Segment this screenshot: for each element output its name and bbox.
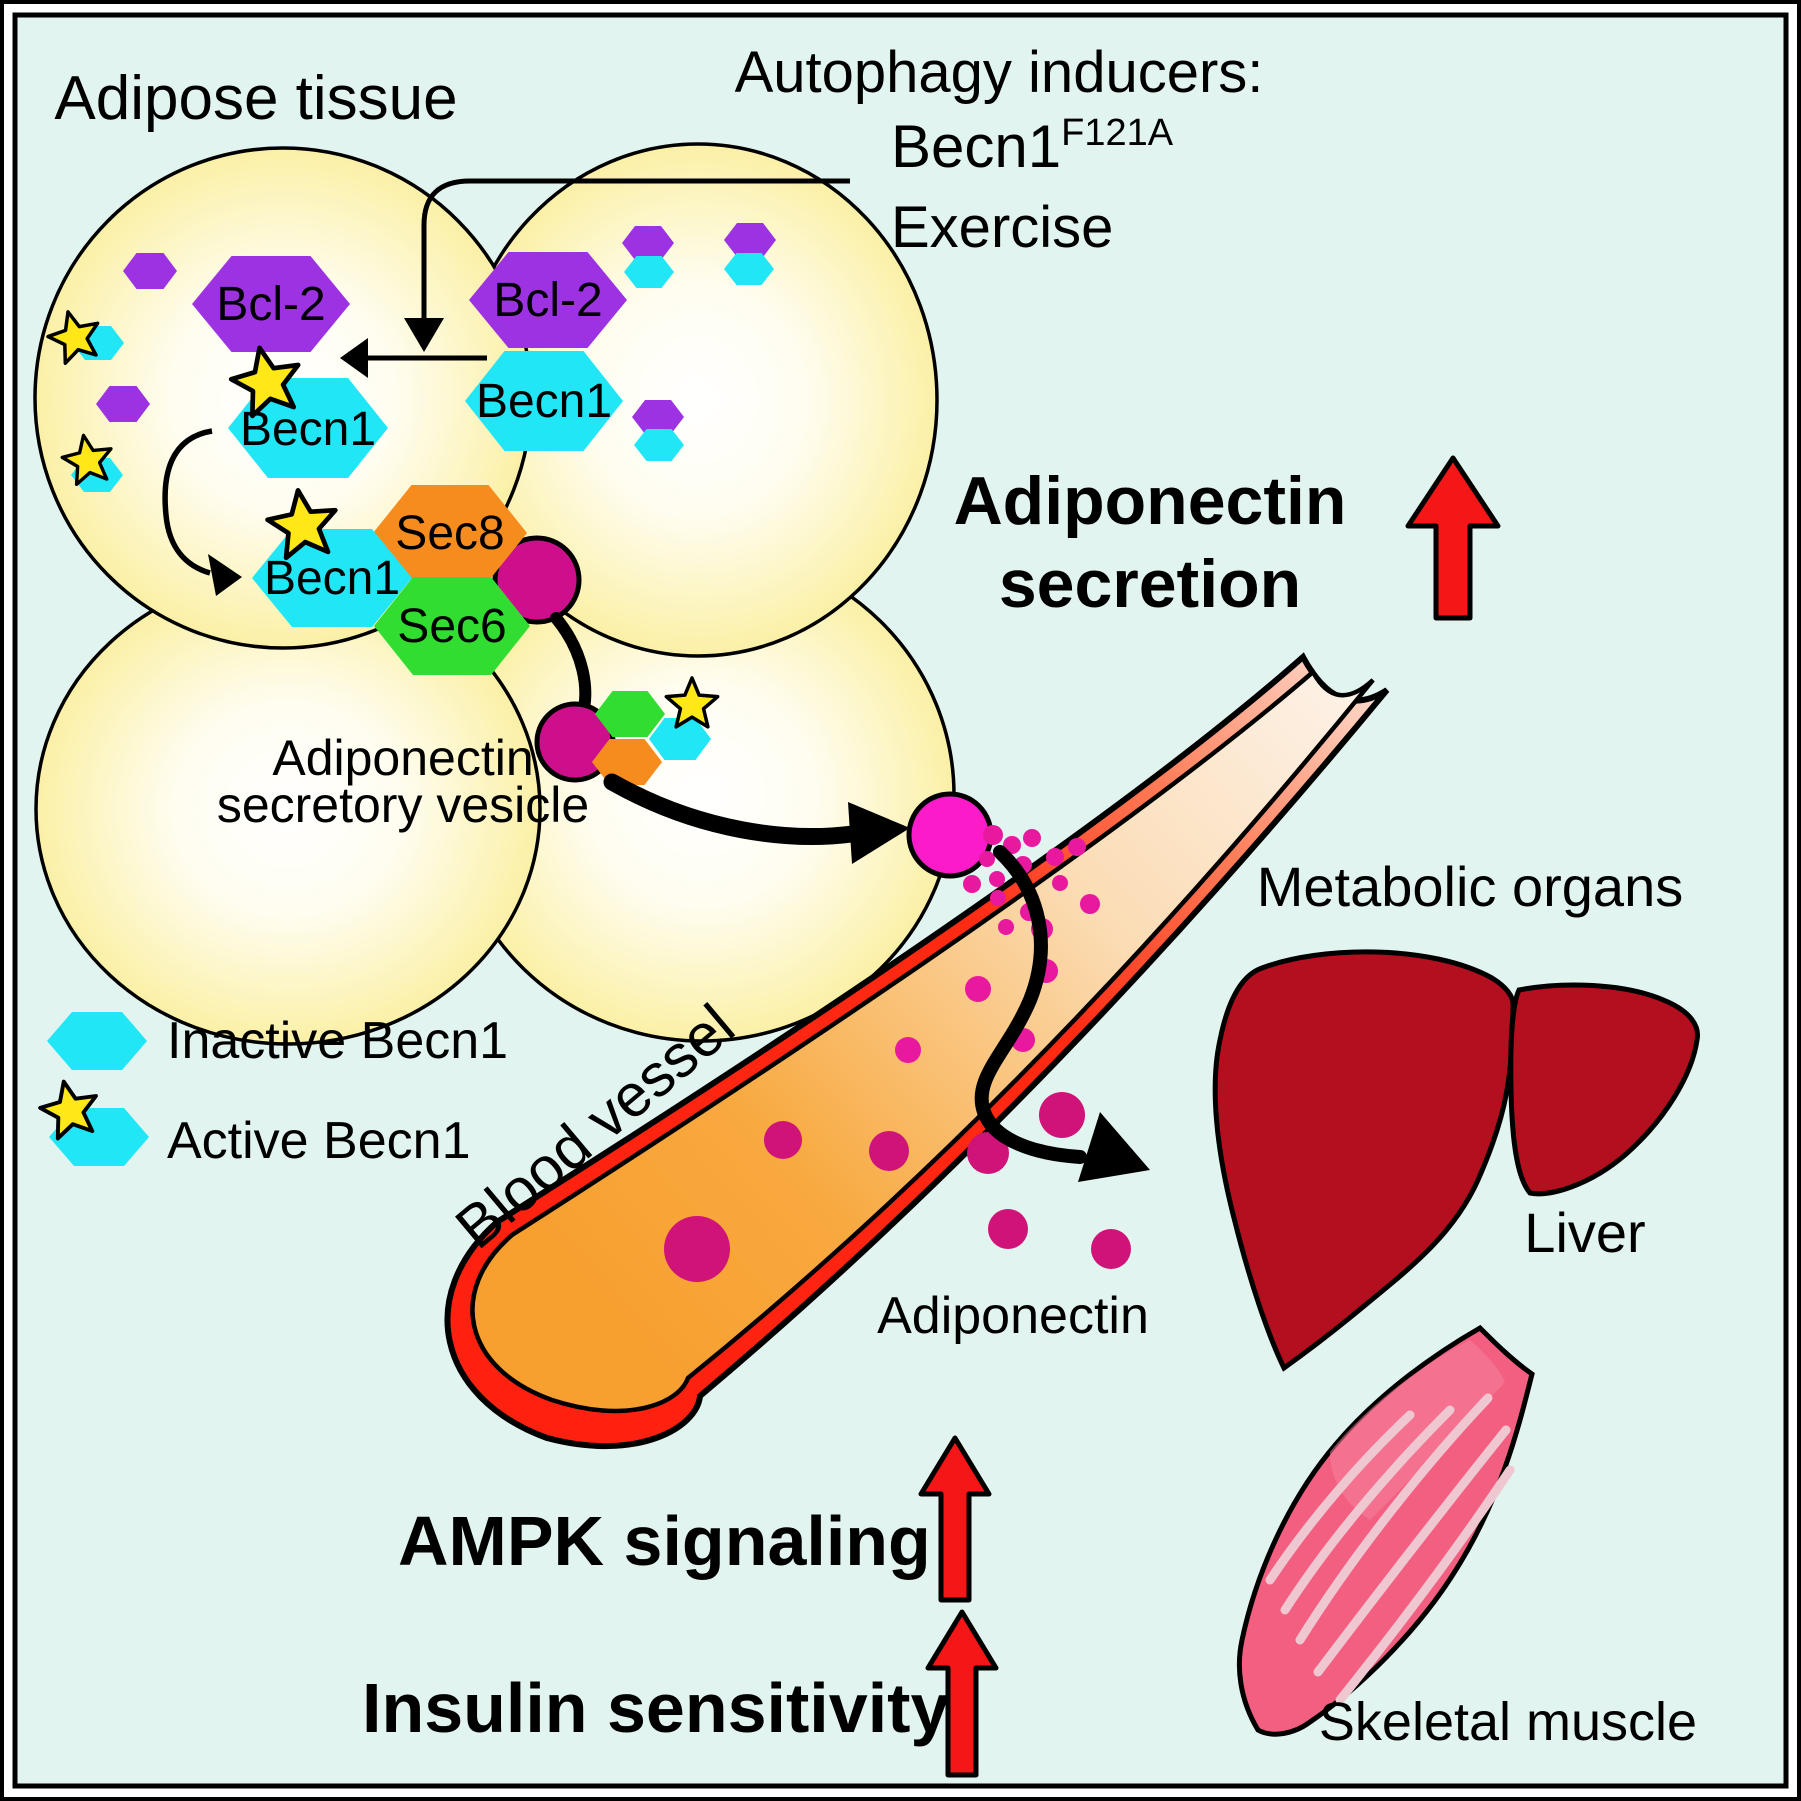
skeletal-muscle-illustration (1236, 1324, 1535, 1737)
secretory-vesicle-icon (492, 535, 582, 625)
bcl2-right-label: Bcl-2 (493, 274, 602, 327)
vesicle-caption-line2: secretory vesicle (217, 777, 589, 833)
adiponectin-secretion-line1: Adiponectin (954, 463, 1347, 539)
up-arrows (918, 455, 1501, 1778)
sec8-label: Sec8 (395, 507, 504, 560)
becn1-activation-arrow-shaft (162, 428, 213, 576)
becn1-free-label: Becn1 (264, 552, 400, 605)
adiponectin-dots (664, 1092, 1131, 1282)
right-arrowhead-icon (208, 554, 242, 596)
secretion-up-arrow-icon (1405, 455, 1501, 621)
adiponectin-label: Adiponectin (877, 1287, 1149, 1345)
vesicle-caption-line1: Adiponectin (272, 730, 533, 786)
liver-label: Liver (1524, 1201, 1645, 1264)
ampk-up-arrow-icon (918, 1435, 992, 1603)
liver-right-lobe (1508, 982, 1701, 1197)
bcl2-left-label: Bcl-2 (216, 278, 325, 331)
secretion-arrow-shaft (603, 773, 861, 845)
insulin-sensitivity-label: Insulin sensitivity (362, 1669, 949, 1747)
skeletal-muscle-label: Skeletal muscle (1319, 1692, 1697, 1752)
delivery-arrow (974, 845, 1150, 1182)
inducer-connector-line (421, 178, 850, 322)
traveling-vesicle-complex (534, 612, 720, 785)
adipose-tissue-title: Adipose tissue (54, 64, 457, 133)
delivery-arrow-shaft (974, 845, 1087, 1164)
exocyst-complex: Becn1 Sec8 Sec6 (252, 485, 582, 675)
insulin-up-arrow-icon (925, 1609, 999, 1778)
muscle-highlight (1330, 1340, 1505, 1520)
liver-left-lobe (1212, 949, 1516, 1372)
left-arrowhead-icon (340, 338, 368, 378)
becn1-f121a-label: Becn1F121A (891, 112, 1174, 180)
muscle-striations (1265, 1393, 1515, 1705)
becn1-left-label: Becn1 (240, 403, 376, 456)
fusing-vesicle-icon (906, 791, 994, 879)
autophagy-inducers-title: Autophagy inducers: (735, 40, 1264, 105)
inactive-becn1-label: Inactive Becn1 (167, 1012, 508, 1070)
adiponectin-spray-dots (895, 825, 1100, 1063)
adiponectin-secretion-line2: secretion (999, 546, 1301, 622)
right-cell-contents: Bcl-2 Becn1 (465, 223, 776, 461)
down-arrowhead-icon (404, 318, 444, 352)
metabolic-organs-title: Metabolic organs (1257, 855, 1683, 918)
secretion-arrow (603, 773, 910, 864)
active-becn1-label: Active Becn1 (167, 1112, 471, 1170)
becn1-right-label: Becn1 (476, 375, 612, 428)
secretion-arrowhead-icon (848, 802, 910, 864)
exercise-label: Exercise (891, 195, 1113, 260)
becn1-legend: Inactive Becn1 Active Becn1 (33, 1012, 508, 1170)
left-cell-contents: Bcl-2 Becn1 (41, 253, 388, 492)
sec6-label: Sec6 (397, 600, 506, 653)
liver-illustration (1212, 949, 1701, 1372)
ampk-signaling-label: AMPK signaling (398, 1502, 931, 1580)
inducer-pathway-arrows (162, 178, 850, 596)
delivery-arrowhead-icon (1078, 1112, 1150, 1182)
